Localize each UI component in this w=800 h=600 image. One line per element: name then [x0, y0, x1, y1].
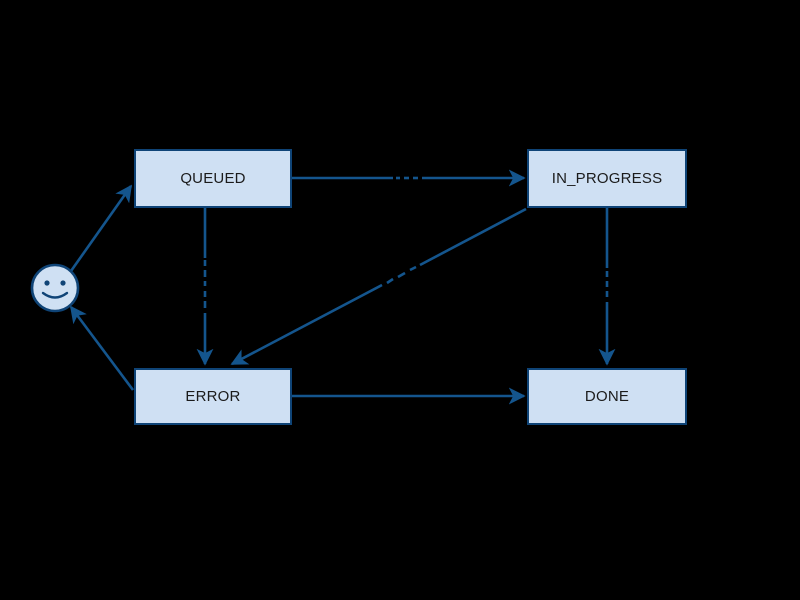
start-node[interactable]	[29, 262, 81, 314]
state-node-queued[interactable]: QUEUED	[134, 149, 292, 208]
state-node-label: QUEUED	[180, 170, 246, 187]
edge-error-to-start	[69, 305, 135, 391]
smiley-eye-right-icon	[60, 280, 66, 286]
smiley-eye-left-icon	[44, 280, 50, 286]
state-node-in-progress[interactable]: IN_PROGRESS	[527, 149, 687, 208]
edge-in-progress-to-error	[230, 207, 527, 366]
state-node-label: IN_PROGRESS	[551, 170, 663, 187]
state-node-label: ERROR	[185, 388, 241, 405]
smiley-face-icon	[30, 263, 80, 313]
state-node-done[interactable]: DONE	[527, 368, 687, 425]
state-node-label: DONE	[584, 388, 630, 405]
state-node-error[interactable]: ERROR	[134, 368, 292, 425]
edge-start-to-queued	[69, 184, 133, 272]
smiley-mouth-icon	[41, 291, 69, 299]
